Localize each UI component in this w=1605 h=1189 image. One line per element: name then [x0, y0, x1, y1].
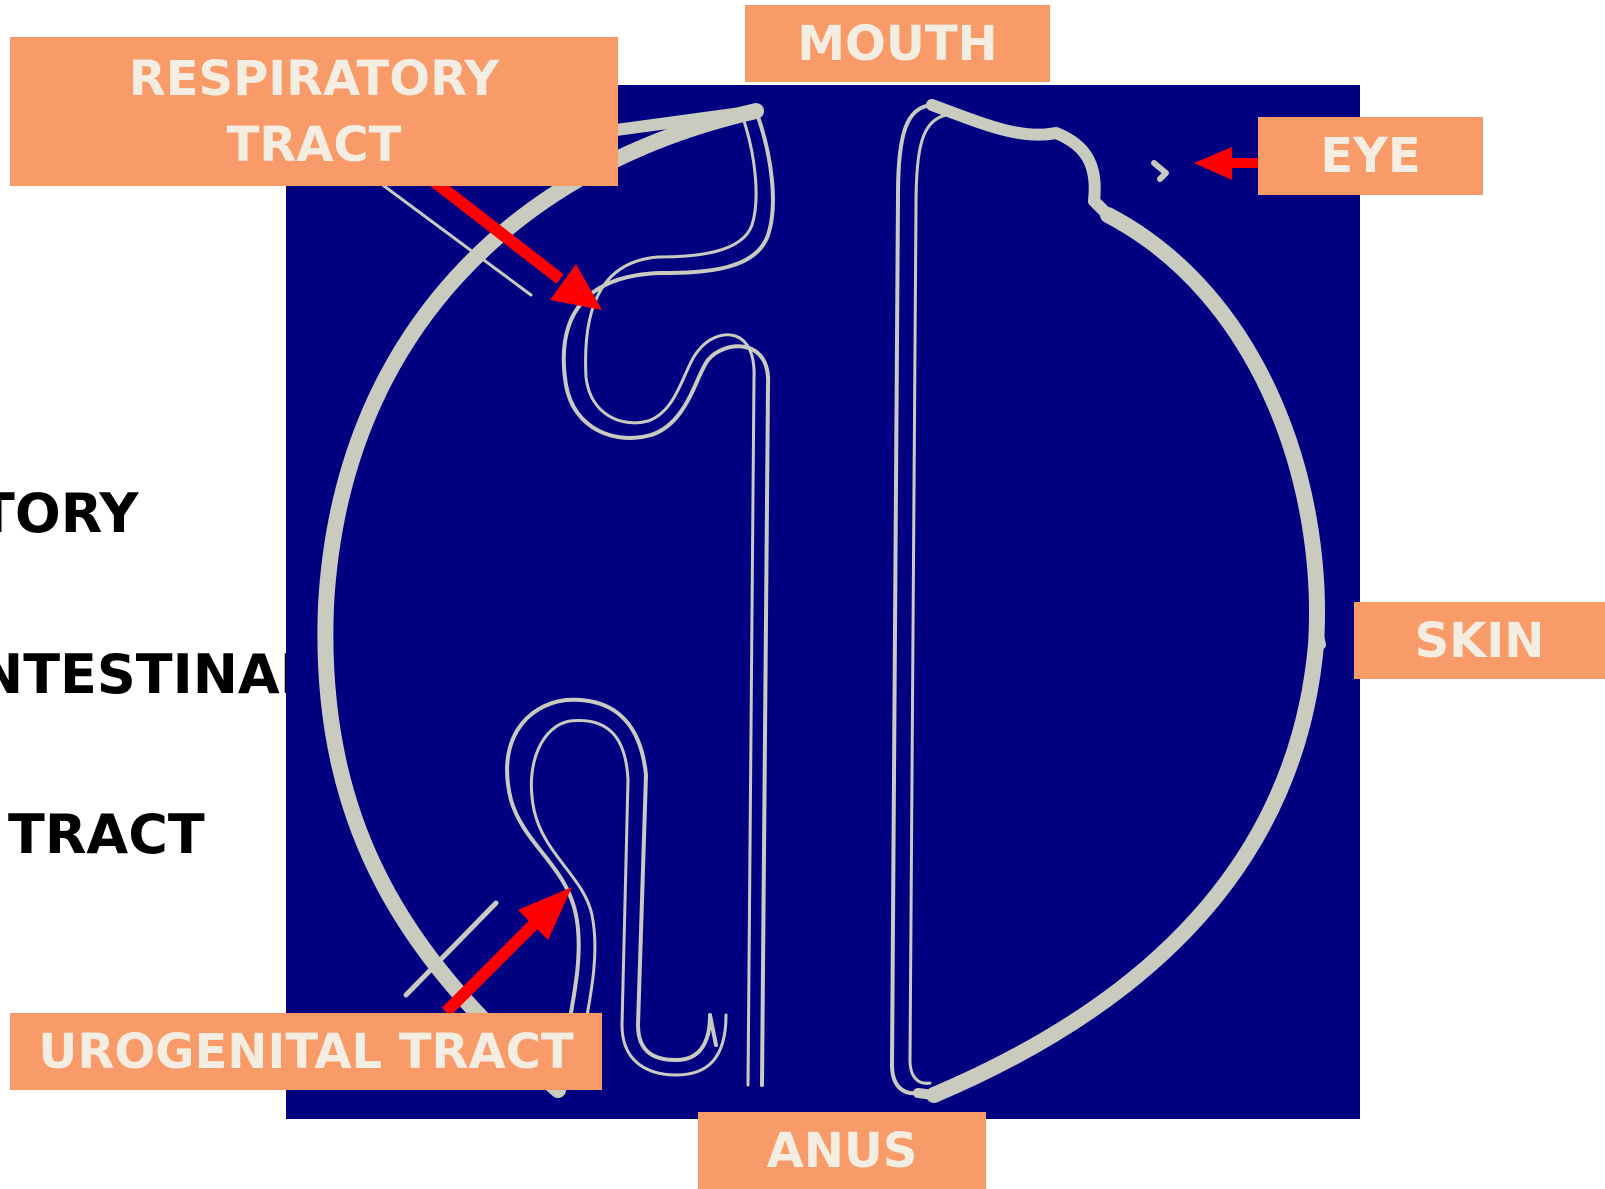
anus-label: ANUS [698, 1112, 986, 1189]
anus-label-text: ANUS [767, 1119, 918, 1183]
background-text-tract: TRACT [8, 808, 205, 862]
respiratory-tract-label: RESPIRATORY TRACT [10, 37, 618, 186]
skin-label-text: SKIN [1415, 609, 1545, 673]
background-text-respiratory: TORY [0, 487, 138, 541]
skin-label: SKIN [1354, 602, 1605, 679]
respiratory-label-line2: TRACT [227, 112, 402, 178]
eye-notch [1154, 163, 1166, 179]
urogenital-label-text: UROGENITAL TRACT [38, 1020, 573, 1084]
background-text-gastrointestinal: NTESTINAL [0, 648, 314, 702]
eye-label: EYE [1258, 117, 1483, 195]
anus-opening [918, 1093, 934, 1095]
mouth-opening [932, 105, 1108, 215]
respiratory-tract-inner [586, 115, 757, 1085]
gi-tract-inner [910, 115, 946, 1083]
body-openings-diagram [286, 85, 1360, 1119]
body-wall-right [934, 215, 1317, 1095]
mouth-label-text: MOUTH [797, 12, 997, 76]
body-wall-left [325, 111, 756, 1090]
eye-label-text: EYE [1320, 124, 1420, 188]
skin-marker [1318, 625, 1322, 645]
urogenital-tract-label: UROGENITAL TRACT [10, 1013, 602, 1090]
respiratory-label-line1: RESPIRATORY [129, 46, 499, 112]
mouth-label: MOUTH [745, 5, 1050, 82]
